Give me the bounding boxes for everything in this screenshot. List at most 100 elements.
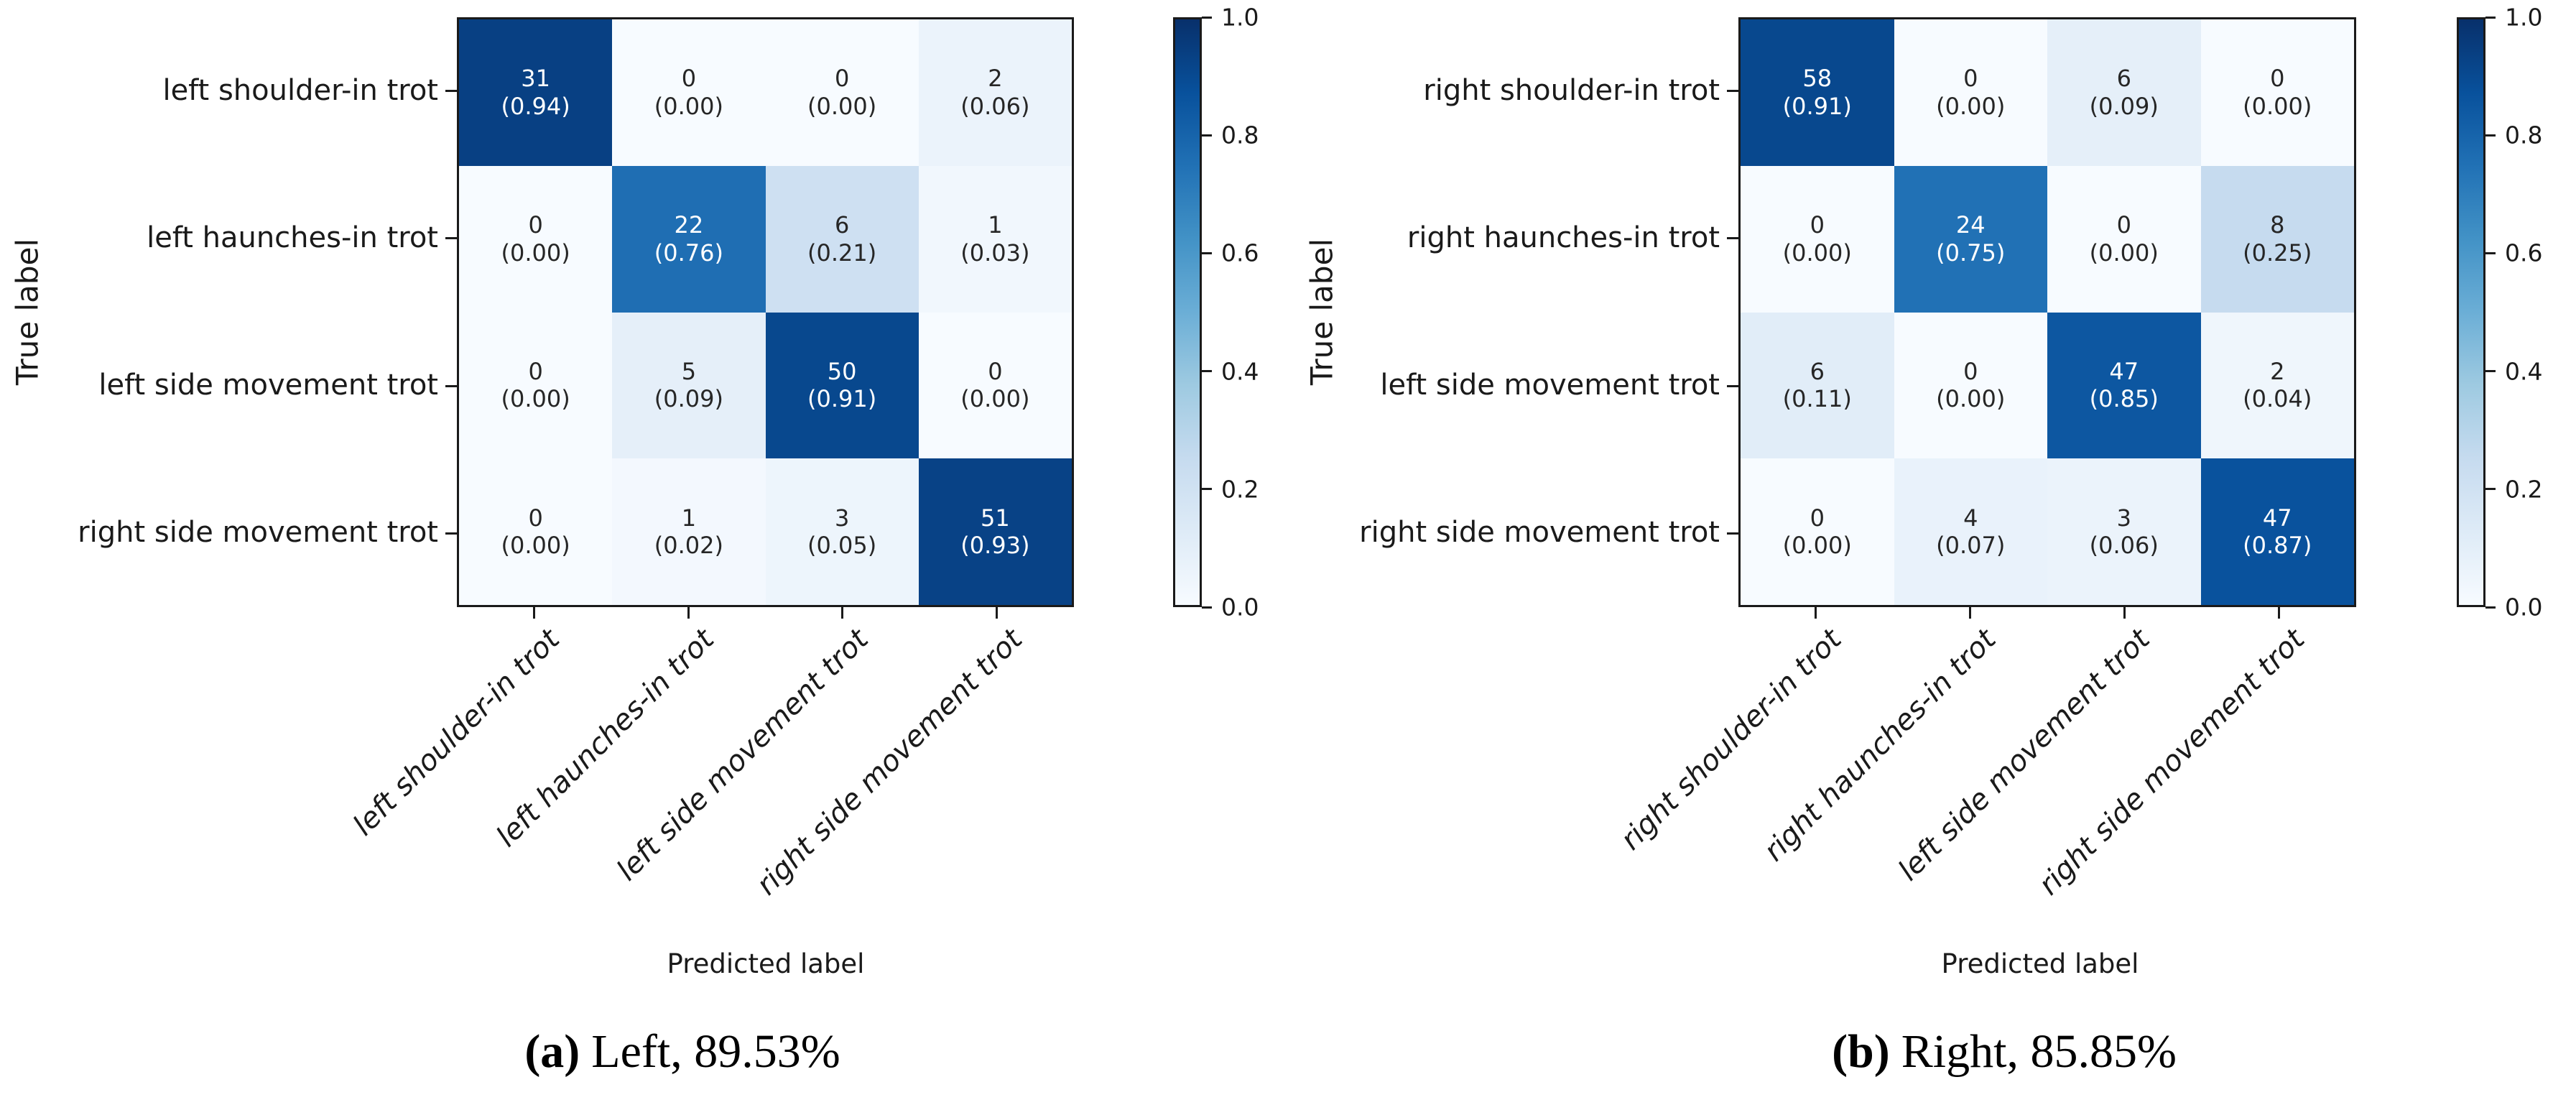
cell-count: 5 (681, 357, 697, 385)
cell-count: 50 (827, 357, 857, 385)
y-axis-label: True label (9, 238, 45, 386)
matrix-cell-r3c2: 3(0.05) (765, 458, 919, 605)
cell-fraction: (0.93) (960, 532, 1030, 560)
cell-count: 3 (2116, 504, 2131, 532)
cell-count: 0 (528, 357, 543, 385)
matrix-cell-r2c2: 47(0.85) (2047, 312, 2201, 459)
cell-fraction: (0.25) (2243, 239, 2312, 267)
colorbar-tick-label: 0.8 (2505, 121, 2543, 149)
cell-fraction: (0.00) (1936, 92, 2006, 120)
cell-count: 0 (988, 357, 1003, 385)
x-tick (2278, 607, 2280, 619)
cell-count: 2 (988, 65, 1003, 93)
cell-count: 0 (1810, 504, 1825, 532)
colorbar-tick (2485, 251, 2496, 254)
matrix-cell-r0c3: 0(0.00) (2200, 19, 2354, 166)
cell-count: 1 (681, 504, 697, 532)
y-tick (445, 384, 457, 387)
colorbar-tick (1202, 16, 1212, 19)
caption-text: Right, 85.85% (1901, 1025, 2177, 1078)
y-tick (1727, 532, 1738, 535)
caption-b: (b)Right, 85.85% (1832, 1025, 2177, 1079)
matrix-cell-r1c2: 6(0.21) (765, 165, 919, 313)
y-tick (1727, 90, 1738, 93)
caption-letter: (b) (1832, 1025, 1890, 1078)
cell-fraction: (0.00) (501, 239, 570, 267)
colorbar-tick (1202, 370, 1212, 373)
cell-count: 2 (2270, 357, 2285, 385)
matrix-cell-r0c2: 0(0.00) (765, 19, 919, 166)
colorbar-tick-label: 0.0 (2505, 593, 2543, 621)
matrix-cell-r2c1: 0(0.00) (1894, 312, 2047, 459)
matrix-cell-r0c2: 6(0.09) (2047, 19, 2201, 166)
cell-fraction: (0.05) (807, 532, 877, 560)
cell-count: 4 (1963, 504, 1978, 532)
row-label: left shoulder-in trot (162, 73, 438, 107)
cell-count: 0 (1810, 211, 1825, 239)
cell-count: 0 (528, 504, 543, 532)
cell-count: 8 (2270, 211, 2285, 239)
row-label: right side movement trot (78, 516, 438, 550)
x-axis-label: Predicted label (1941, 948, 2139, 979)
cell-fraction: (0.94) (501, 92, 570, 120)
cell-count: 6 (2116, 65, 2131, 93)
row-label: right haunches-in trot (1407, 221, 1720, 254)
cell-fraction: (0.07) (1936, 532, 2006, 560)
matrix-cell-r0c3: 2(0.06) (918, 19, 1072, 166)
matrix-cell-r2c0: 6(0.11) (1741, 312, 1894, 459)
cell-fraction: (0.00) (1936, 385, 2006, 413)
cell-fraction: (0.09) (654, 385, 723, 413)
cell-count: 0 (1963, 357, 1978, 385)
col-label: right side movement trot (2032, 623, 2312, 902)
matrix-cell-r1c2: 0(0.00) (2047, 165, 2201, 313)
cell-count: 0 (2116, 211, 2131, 239)
y-tick (445, 237, 457, 240)
colorbar-tick-label: 0.2 (1221, 475, 1259, 504)
col-label: left side movement trot (610, 623, 875, 887)
matrix-cell-r1c1: 22(0.76) (612, 165, 766, 313)
row-label: left side movement trot (1380, 369, 1720, 402)
x-tick (1969, 607, 1971, 619)
y-axis-label: True label (1304, 238, 1340, 386)
x-tick (687, 607, 690, 619)
cell-fraction: (0.85) (2089, 385, 2159, 413)
colorbar-tick (2485, 16, 2496, 19)
y-tick (1727, 237, 1738, 240)
col-label: right side movement trot (750, 623, 1029, 902)
cell-fraction: (0.03) (960, 239, 1030, 267)
matrix-cell-r1c0: 0(0.00) (459, 165, 613, 313)
cell-fraction: (0.00) (960, 385, 1030, 413)
cell-fraction: (0.75) (1936, 239, 2006, 267)
cell-fraction: (0.00) (501, 385, 570, 413)
colorbar-tick (1202, 606, 1212, 609)
matrix-cell-r2c3: 0(0.00) (918, 312, 1072, 459)
matrix-cell-r1c0: 0(0.00) (1741, 165, 1894, 313)
matrix-cell-r2c2: 50(0.91) (765, 312, 919, 459)
cell-fraction: (0.06) (960, 92, 1030, 120)
confusion-matrix-b: 58(0.91)0(0.00)6(0.09)0(0.00)0(0.00)24(0… (1738, 17, 2356, 607)
matrix-cell-r0c1: 0(0.00) (612, 19, 766, 166)
x-tick (2123, 607, 2126, 619)
row-label: left side movement trot (98, 369, 438, 402)
colorbar-tick-label: 0.6 (1221, 239, 1259, 267)
y-tick (445, 90, 457, 93)
colorbar-tick-label: 0.6 (2505, 239, 2543, 267)
colorbar-tick-label: 1.0 (1221, 3, 1259, 32)
matrix-cell-r2c1: 5(0.09) (612, 312, 766, 459)
matrix-cell-r3c3: 47(0.87) (2200, 458, 2354, 605)
cell-count: 0 (1963, 65, 1978, 93)
cell-count: 24 (1955, 211, 1986, 239)
cell-fraction: (0.00) (1782, 239, 1852, 267)
matrix-cell-r1c3: 8(0.25) (2200, 165, 2354, 313)
row-label: right side movement trot (1359, 516, 1720, 550)
cell-fraction: (0.02) (654, 532, 723, 560)
cell-count: 22 (674, 211, 704, 239)
row-label: left haunches-in trot (147, 221, 438, 254)
matrix-cell-r3c0: 0(0.00) (1741, 458, 1894, 605)
cell-count: 58 (1802, 65, 1833, 93)
colorbar-tick-label: 0.4 (2505, 357, 2543, 386)
col-label: left side movement trot (1892, 623, 2157, 887)
colorbar-tick (2485, 488, 2496, 491)
cell-fraction: (0.00) (2089, 239, 2159, 267)
